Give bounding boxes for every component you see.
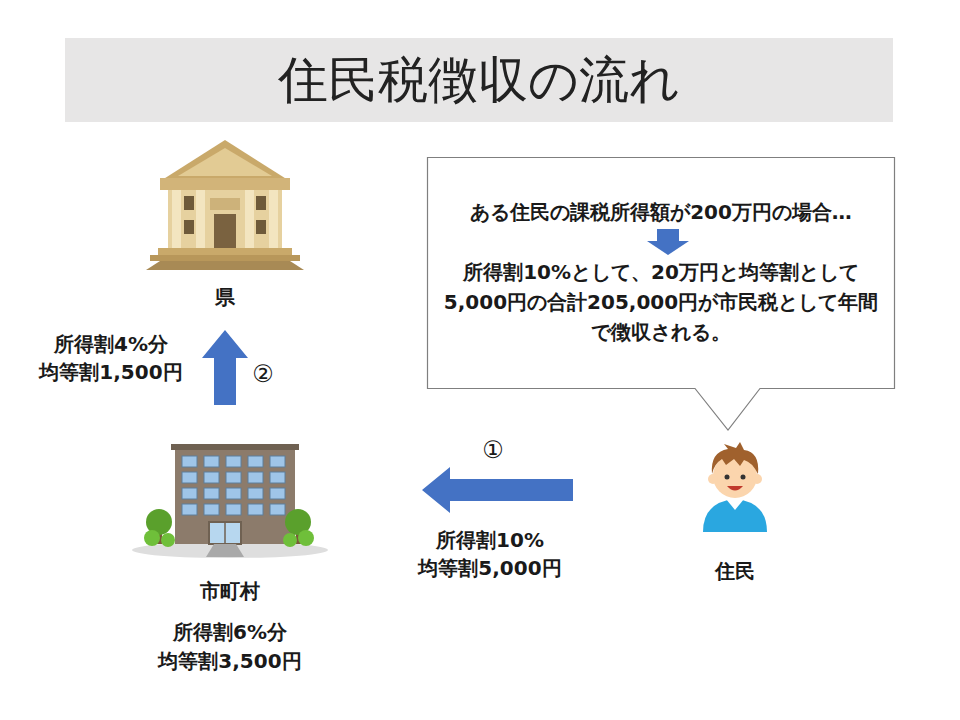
edge-label: 所得割10% 均等割5,000円 [412, 526, 568, 582]
window [182, 504, 197, 515]
callout-heading: ある住民の課税所得額が200万円の場合… [431, 200, 891, 224]
window [204, 456, 219, 467]
window [226, 504, 241, 515]
flow-arrow [202, 330, 248, 405]
title: 住民税徴収の流れ [65, 38, 893, 122]
edge-label: 所得割4%分 均等割1,500円 [28, 330, 194, 386]
share-note: 所得割6%分 均等割3,500円 [155, 618, 305, 676]
prefecture-node: 県 [140, 135, 314, 315]
callout-number: ① [478, 437, 508, 463]
window [204, 504, 219, 515]
window [270, 456, 285, 467]
window [204, 472, 219, 483]
resident-node: 住民 [685, 445, 789, 589]
node-label: 住民 [685, 559, 785, 583]
window [204, 488, 219, 499]
window [226, 472, 241, 483]
resident-figure [703, 442, 767, 532]
callout-body: 所得割10%として、20万円と均等割として5,000円の合計205,000円が市… [441, 257, 881, 347]
prefecture-building [146, 140, 304, 270]
window [248, 472, 263, 483]
window [248, 488, 263, 499]
down-arrow [647, 229, 689, 255]
window [226, 488, 241, 499]
window [182, 488, 197, 499]
window [182, 456, 197, 467]
callout-box: ある住民の課税所得額が200万円の場合… 所得割10%として、20万円と均等割とし… [427, 157, 895, 389]
window [226, 456, 241, 467]
window [182, 472, 197, 483]
window [248, 504, 263, 515]
municipality-node: 市町村所得割6%分 均等割3,500円 [130, 440, 334, 682]
window [248, 456, 263, 467]
window [270, 488, 285, 499]
node-label: 県 [140, 285, 310, 309]
window [270, 504, 285, 515]
flow-arrow [422, 467, 573, 513]
city-hall-building [132, 444, 328, 558]
callout-number: ② [248, 361, 278, 387]
node-label: 市町村 [130, 579, 330, 603]
window [270, 472, 285, 483]
